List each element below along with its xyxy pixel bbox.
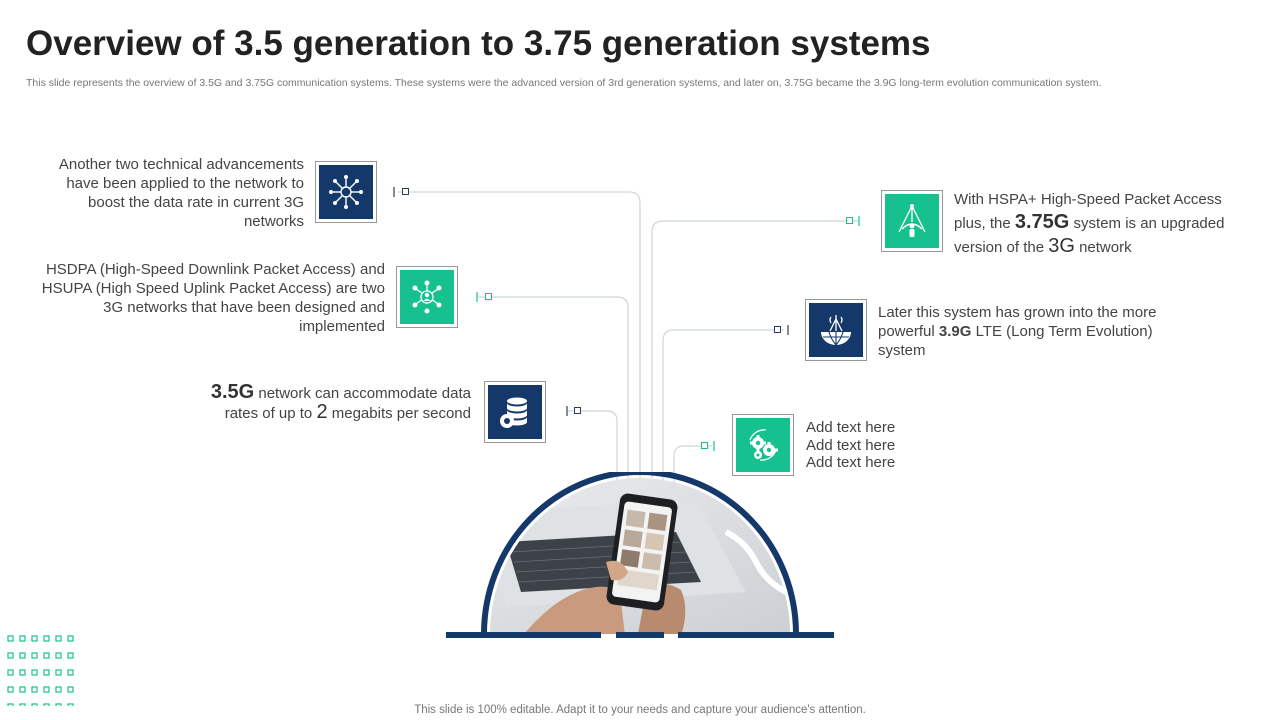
hspa-big1: 3.75G [1014,211,1070,233]
grid-dot [19,703,26,706]
grid-dot [67,652,74,659]
item-tech-icon-box [315,161,377,223]
grid-dot [55,686,62,693]
grid-dot [55,703,62,706]
connector-rate [568,410,618,486]
item-lte-text: Later this system has grown into the mor… [878,303,1168,360]
item-rate-text: 3.5G network can accommodate data rates … [200,381,471,423]
grid-dot [7,669,14,676]
grid-dot [31,635,38,642]
connector-tech [398,191,641,478]
rate-num: 2 [316,401,328,423]
lte-bold: 3.9G [938,323,972,340]
addtext-line-1: Add text here [806,419,896,436]
grid-dot [19,652,26,659]
addtext-line-3: Add text here [806,454,896,471]
phone-photo-arch [446,472,834,638]
item-hsdpa-icon-box [396,266,458,328]
grid-dot [7,652,14,659]
grid-dot [55,635,62,642]
item-addtext-text: Add text here Add text here Add text her… [806,419,1006,472]
item-lte-icon-box [805,299,867,361]
grid-dot [7,703,14,706]
connector-hsdpa [478,296,629,480]
rate-mid: network can accommodate data rates of up… [224,385,471,422]
grid-dot [67,669,74,676]
hspa-big2: 3G [1048,235,1075,257]
hspa-tail: network [1074,239,1132,256]
marker-hspa [846,217,853,224]
rate-lead: 3.5G [210,381,255,403]
item-hspa-icon-box [881,190,943,252]
connector-addtext [673,445,712,486]
database-gear-icon [500,397,527,428]
lte-tail: LTE (Long Term Evolution) system [878,323,1153,359]
grid-dot [43,669,50,676]
grid-dot [43,686,50,693]
grid-dot [55,652,62,659]
connector-hspa [651,220,858,478]
grid-dot [67,686,74,693]
item-addtext-icon-box [732,414,794,476]
lte-pre: Later this system has grown into the mor… [878,304,1157,340]
people-network-icon [412,280,442,314]
item-hsdpa-text: HSDPA (High-Speed Downlink Packet Access… [41,261,385,335]
slide-footer: This slide is 100% editable. Adapt it to… [414,704,866,716]
item-rate-icon-box [484,381,546,443]
network-hub-icon [329,175,363,209]
grid-dot [31,686,38,693]
gears-icon [749,429,778,461]
hspa-pre: With HSPA+ High-Speed Packet Access plus… [954,191,1222,232]
hspa-mid: system is an upgraded version of the [954,215,1225,256]
grid-dot [19,635,26,642]
marker-addtext [701,442,708,449]
addtext-line-2: Add text here [806,436,896,454]
grid-dot [55,669,62,676]
grid-dot [67,635,74,642]
slide-title: Overview of 3.5 generation to 3.75 gener… [26,24,931,63]
grid-dot [19,669,26,676]
connector-lte [662,329,784,480]
grid-dot [43,635,50,642]
item-tech-text: Another two technical advancements have … [58,156,304,230]
grid-dot [7,686,14,693]
rate-tail: megabits per second [327,405,471,422]
globe-antenna-icon [821,315,851,346]
dot-grid-decoration [7,635,74,706]
grid-dot [31,703,38,706]
grid-dot [43,652,50,659]
marker-lte [774,326,781,333]
marker-hsdpa [485,293,492,300]
signal-person-icon [898,204,926,237]
grid-dot [7,635,14,642]
marker-tech [402,188,409,195]
grid-dot [31,669,38,676]
slide-subtitle: This slide represents the overview of 3.… [26,77,1102,89]
marker-rate [574,407,581,414]
grid-dot [67,703,74,706]
item-hspa-text: With HSPA+ High-Speed Packet Access plus… [954,188,1254,259]
grid-dot [43,703,50,706]
grid-dot [31,652,38,659]
grid-dot [19,686,26,693]
